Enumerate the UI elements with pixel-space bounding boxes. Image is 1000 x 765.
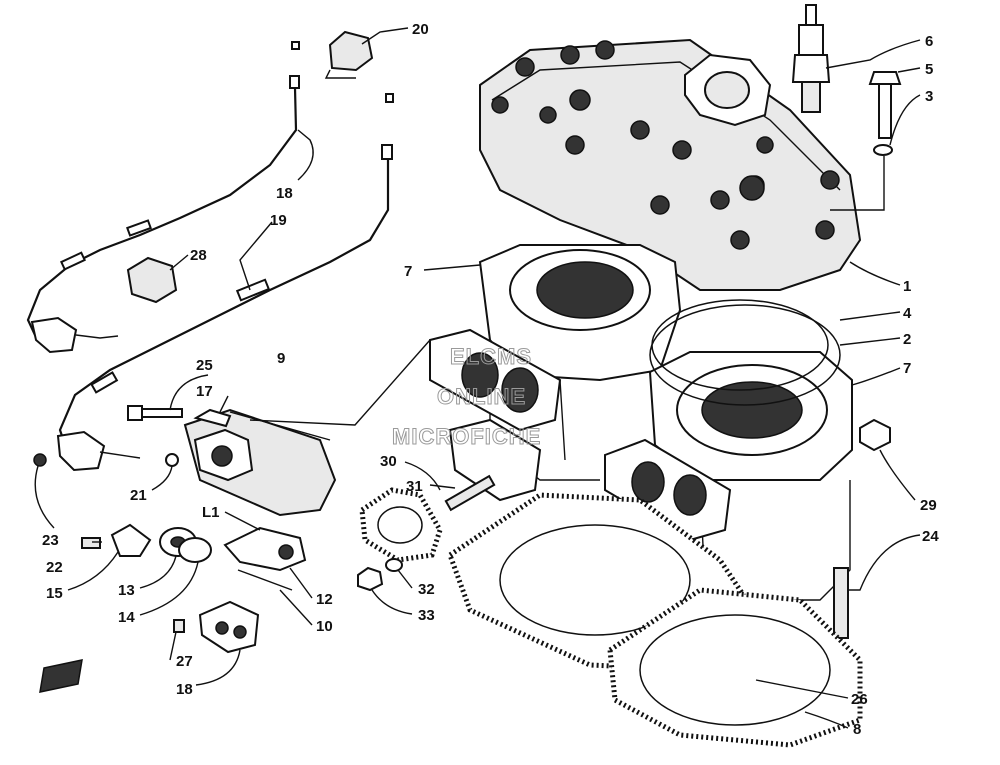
cable-clip-20 [324, 30, 374, 79]
callout-24: 24 [922, 528, 939, 545]
callout-29: 29 [920, 497, 937, 514]
callout-26: 26 [851, 691, 868, 708]
callout-18-lower: 18 [176, 681, 193, 698]
screw-23 [33, 453, 47, 467]
throttle-cable-19 [56, 93, 394, 472]
callout-7-front: 7 [903, 360, 911, 377]
o-ring-21 [165, 453, 179, 467]
head-bolt-5 [868, 71, 902, 139]
pin-10 [237, 569, 293, 591]
callout-17: 17 [196, 383, 213, 400]
callout-9: 9 [277, 350, 285, 367]
bolt-25 [127, 405, 183, 421]
base-gasket-8 [446, 492, 863, 748]
watermark-line-3: MICROFICHE [392, 424, 541, 449]
o-ring-4 [649, 304, 841, 406]
lever-15 [110, 523, 152, 557]
stud-31 [444, 474, 496, 512]
nut-33 [357, 566, 384, 592]
callout-14: 14 [118, 609, 135, 626]
callout-1: 1 [903, 278, 911, 295]
callout-27: 27 [176, 653, 193, 670]
callout-3: 3 [925, 88, 933, 105]
callout-19: 19 [270, 212, 287, 229]
washer-3 [873, 144, 893, 156]
throttle-cable-18 [26, 41, 300, 354]
callout-20: 20 [412, 21, 429, 38]
gasket-17 [193, 408, 232, 428]
callout-21: 21 [130, 487, 147, 504]
oil-pump-9 [183, 339, 431, 517]
cylinder-head-1 [479, 38, 862, 291]
callout-31: 31 [406, 478, 423, 495]
intake-gasket-30 [359, 487, 443, 563]
screw-27 [173, 619, 185, 633]
callout-33: 33 [418, 607, 435, 624]
callout-4: 4 [903, 305, 912, 322]
watermark-line-1: ELCMS [450, 344, 532, 369]
callout-18-upper: 18 [276, 185, 293, 202]
callout-8: 8 [853, 721, 861, 738]
callout-28-upper: 28 [190, 247, 207, 264]
spring-22 [81, 537, 101, 549]
callout-22: 22 [46, 559, 63, 576]
washer-14 [178, 537, 212, 563]
arm-12 [223, 526, 307, 572]
callout-32: 32 [418, 581, 435, 598]
callout-2: 2 [903, 331, 911, 348]
plate-18 [198, 600, 260, 654]
nut-29 [859, 418, 891, 452]
stud-24 [833, 567, 849, 639]
callout-5: 5 [925, 61, 933, 78]
washer-32 [385, 558, 403, 572]
callout-6: 6 [925, 33, 933, 50]
watermark-line-2: ONLINE [437, 384, 526, 409]
callout-30: 30 [380, 453, 397, 470]
cylinder-7-rear [478, 244, 682, 481]
exhaust-flange-rear [429, 328, 562, 502]
arctic-cat-logo [39, 659, 83, 693]
callout-L1: L1 [202, 504, 220, 521]
callout-13: 13 [118, 582, 135, 599]
callout-labels: 20 6 5 3 18 19 28 7 1 4 2 7 9 25 17 30 3… [42, 21, 939, 738]
leader-lines [34, 27, 921, 729]
callout-10: 10 [316, 618, 333, 635]
callout-12: 12 [316, 591, 333, 608]
callout-23: 23 [42, 532, 59, 549]
spark-plug-6 [791, 4, 831, 113]
callout-15: 15 [46, 585, 63, 602]
cable-clip-28 [126, 256, 178, 304]
callout-25: 25 [196, 357, 213, 374]
callout-7-rear: 7 [404, 263, 412, 280]
